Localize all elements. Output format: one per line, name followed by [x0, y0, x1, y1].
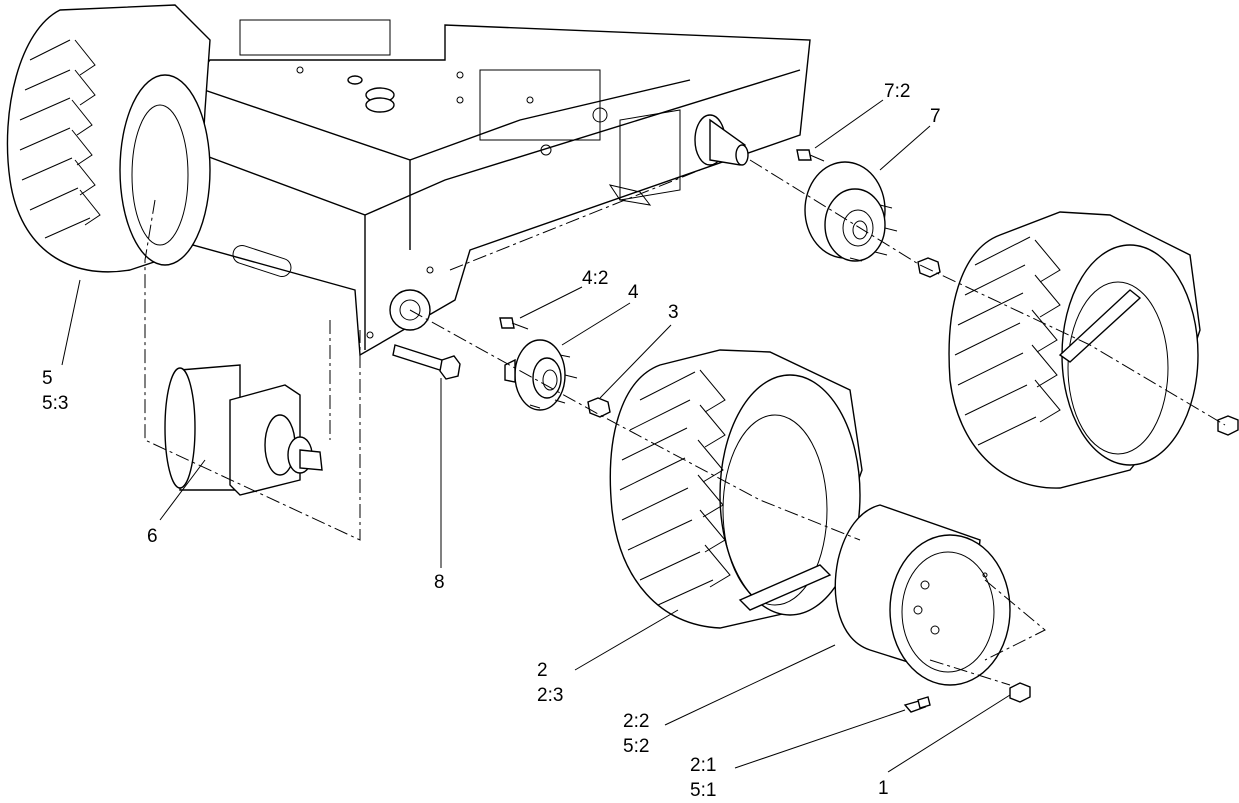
callout-5-2: 5:2 — [623, 736, 649, 757]
tire-2-center — [609, 349, 863, 629]
callout-2-1: 2:1 — [690, 755, 716, 776]
tire-5-upper-left — [6, 4, 211, 273]
lug-nut-1 — [1009, 682, 1031, 703]
callout-2: 2 — [537, 660, 548, 681]
bolt-8 — [392, 344, 461, 380]
lug-bolt-4-2 — [499, 317, 529, 330]
callout-4-2: 4:2 — [582, 268, 608, 289]
callout-3: 3 — [668, 302, 679, 323]
lug-nut-far-right — [1217, 415, 1239, 436]
callout-1: 1 — [878, 778, 889, 799]
lug-nut-3 — [587, 397, 611, 418]
valve-stem-2-1 — [903, 696, 931, 713]
callout-2-2: 2:2 — [623, 711, 649, 732]
callout-5-1: 5:1 — [690, 780, 716, 801]
assembly-centerlines — [144, 159, 1226, 686]
callout-8: 8 — [434, 572, 445, 593]
callout-4: 4 — [628, 282, 639, 303]
chassis-frame — [149, 19, 811, 357]
axle-stub — [694, 114, 749, 166]
callout-7: 7 — [930, 106, 941, 127]
callout-7-2: 7:2 — [884, 81, 910, 102]
lug-bolt-7-2 — [796, 149, 825, 162]
hub-4 — [504, 339, 578, 411]
tire-right — [948, 211, 1201, 489]
callout-leaders — [61, 99, 1011, 773]
callout-5-3: 5:3 — [42, 393, 68, 414]
wheel-motor-6 — [164, 364, 323, 496]
hub-7 — [804, 161, 898, 262]
callout-labels: 5 5:3 6 8 4:2 4 3 7:2 7 2 2:3 2:2 5:2 2:… — [42, 81, 941, 801]
callout-2-3: 2:3 — [537, 685, 563, 706]
rim-2-2 — [834, 504, 1011, 686]
callout-6: 6 — [147, 526, 158, 547]
lug-nut-right — [917, 257, 941, 278]
callout-5: 5 — [42, 368, 53, 389]
